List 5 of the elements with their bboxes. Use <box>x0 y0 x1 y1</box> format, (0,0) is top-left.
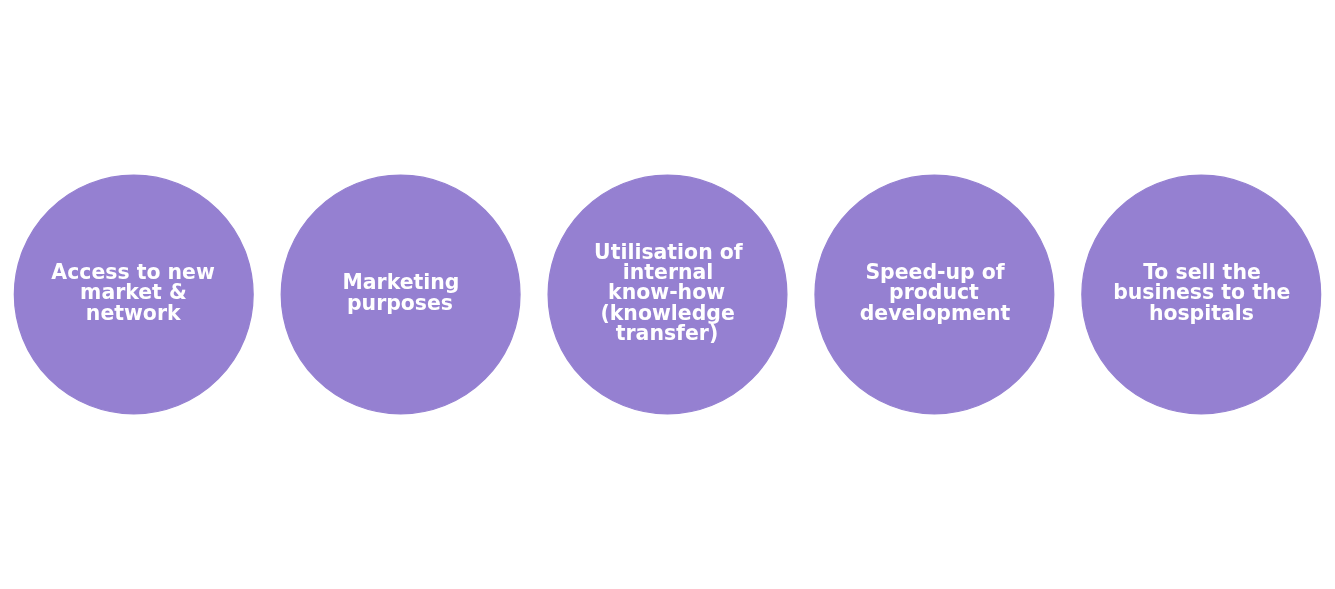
node-circle: Marketing purposes <box>280 174 521 415</box>
node-circle: Access to new market & network <box>13 174 254 415</box>
node-circle: To sell the business to the hospitals <box>1081 174 1322 415</box>
node-circle: Utilisation of internal know-how (knowledge transfer) <box>547 174 788 415</box>
node-circle: Speed-up of product development <box>814 174 1055 415</box>
